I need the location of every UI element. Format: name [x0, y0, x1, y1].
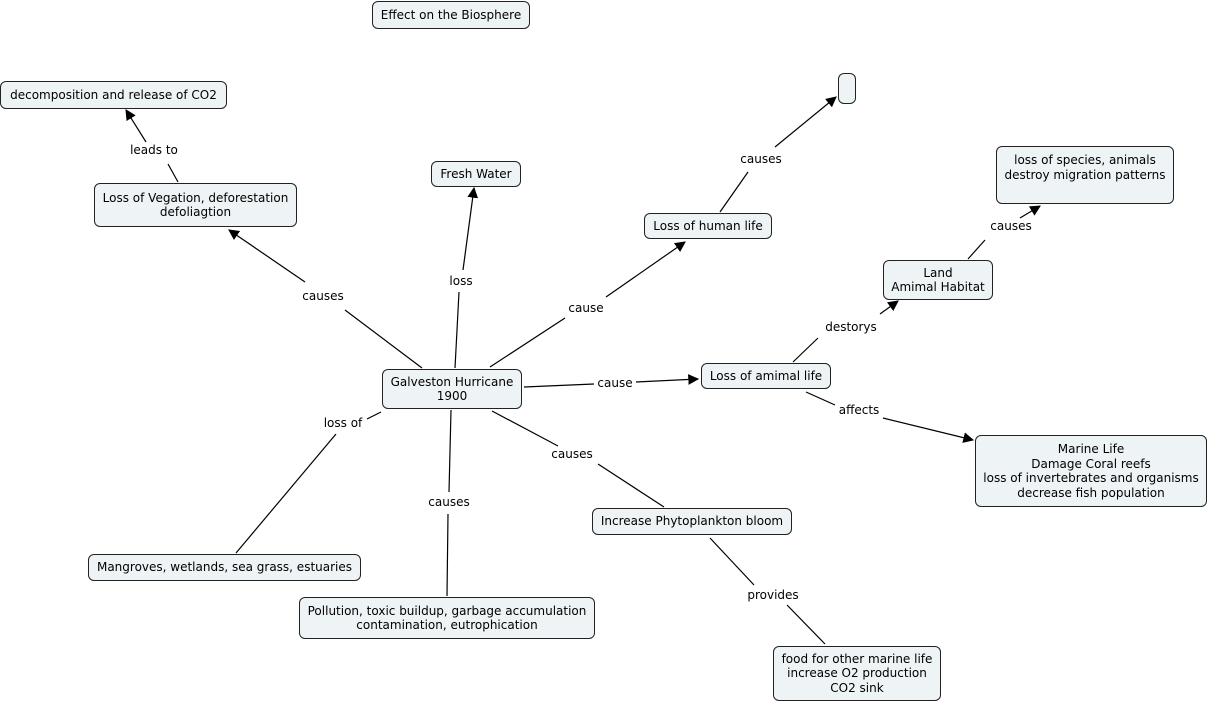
edge-label-causes-empty: causes [738, 152, 784, 166]
node-mangroves-wetlands[interactable]: Mangroves, wetlands, sea grass, estuarie… [88, 554, 361, 581]
node-decomposition-co2[interactable]: decomposition and release of CO2 [0, 81, 227, 109]
edge-label-loss-of: loss of [321, 416, 365, 430]
node-pollution[interactable]: Pollution, toxic buildup, garbage accumu… [299, 597, 595, 639]
node-loss-of-human-life[interactable]: Loss of human life [644, 213, 772, 239]
node-empty[interactable] [838, 73, 856, 104]
node-loss-of-animal-life[interactable]: Loss of amimal life [701, 363, 831, 389]
edge-loss-of-2 [235, 433, 337, 554]
edge-label-causes-phyto: causes [549, 447, 595, 461]
edge-loss-of [366, 411, 382, 420]
node-phytoplankton-bloom[interactable]: Increase Phytoplankton bloom [592, 508, 792, 535]
node-loss-of-species[interactable]: loss of species, animals destroy migrati… [996, 146, 1174, 204]
edge-cause-human [489, 317, 566, 368]
edge-causes-species-arrow [1019, 205, 1041, 219]
edge-affects-arrow [882, 417, 975, 443]
edge-label-causes-vegetation: causes [300, 289, 346, 303]
edge-leads-to [167, 163, 179, 183]
edge-label-cause-human: cause [566, 301, 606, 315]
node-land-animal-habitat[interactable]: Land Amimal Habitat [883, 260, 993, 300]
edge-label-cause-animal: cause [595, 376, 635, 390]
edge-cause-human-arrow [605, 241, 686, 298]
edge-destorys [792, 337, 819, 363]
edge-causes-empty-arrow [774, 96, 837, 148]
edge-label-destorys: destorys [823, 320, 879, 334]
edge-provides-2 [786, 604, 826, 645]
edge-label-provides: provides [745, 588, 801, 602]
edge-causes-empty [719, 171, 749, 213]
edge-causes-phyto-2 [597, 463, 665, 508]
edge-provides [709, 537, 755, 586]
edge-loss-freshwater [454, 291, 460, 369]
edge-cause-animal-arrow [635, 374, 700, 385]
edge-affects [805, 391, 836, 406]
edge-leads-to-arrow [125, 109, 147, 143]
edge-label-affects: affects [836, 403, 882, 417]
node-fresh-water[interactable]: Fresh Water [431, 161, 521, 187]
node-food-marine-life[interactable]: food for other marine life increase O2 p… [773, 646, 941, 701]
edge-causes-phyto [491, 410, 559, 447]
edge-destorys-arrow [879, 300, 899, 315]
edge-label-loss-freshwater: loss [447, 274, 475, 288]
edge-label-causes-pollution: causes [426, 495, 472, 509]
edge-causes-vegetation [344, 309, 423, 369]
edge-cause-animal [523, 383, 595, 388]
edge-loss-freshwater-arrow [462, 186, 479, 271]
edge-causes-vegetation-arrow [228, 229, 306, 283]
node-marine-life[interactable]: Marine Life Damage Coral reefs loss of i… [975, 435, 1207, 507]
edge-label-causes-species: causes [988, 219, 1034, 233]
edge-causes-species [967, 239, 986, 260]
edge-causes-pollution-2 [446, 513, 449, 597]
map-title[interactable]: Effect on the Biosphere [372, 1, 530, 29]
edge-label-leads-to: leads to [128, 143, 180, 157]
node-galveston-hurricane[interactable]: Galveston Hurricane 1900 [382, 369, 522, 409]
edge-causes-pollution [448, 409, 452, 493]
node-loss-of-vegetation[interactable]: Loss of Vegation, deforestation defoliag… [94, 183, 297, 227]
